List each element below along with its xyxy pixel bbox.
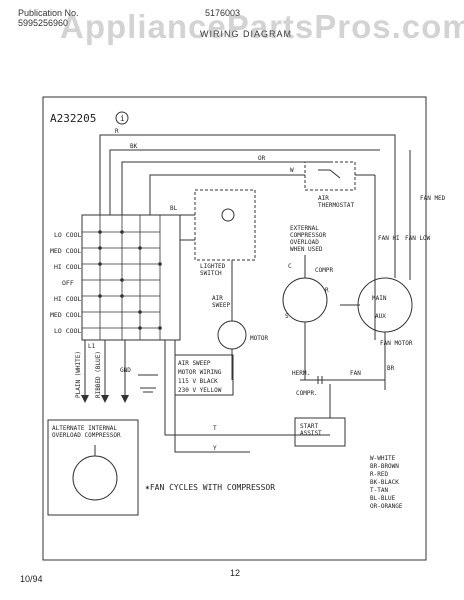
wire-y: Y: [213, 445, 217, 452]
wire-br: BR: [387, 365, 395, 372]
ribbed-blue-label: RIBBED (BLUE): [95, 351, 102, 398]
switch-pos-7: LO COOL: [54, 327, 81, 335]
motor-label: MOTOR: [250, 335, 268, 342]
page-number: 12: [230, 568, 241, 578]
watermark: AppliancePartsPros.com: [60, 8, 464, 45]
fan-motor-label: FAN MOTOR: [380, 340, 413, 347]
legend-3: R-RED: [370, 471, 388, 478]
plain-white-label: PLAIN (WHITE): [75, 351, 82, 398]
wire-r: R: [115, 128, 119, 135]
legend-1: W-WHITE: [370, 455, 396, 462]
fan-low-label: FAN LOW: [405, 235, 431, 242]
sweep-wiring-3: 115 V BLACK: [178, 378, 218, 385]
publication-label: Publication No.: [18, 8, 79, 18]
wire-t: T: [213, 425, 217, 432]
terminal-c: C: [288, 263, 292, 270]
wire-bl: BL: [170, 205, 178, 212]
wire-bk: BK: [130, 143, 138, 150]
wire-l1: L1: [88, 343, 96, 350]
page-title: WIRING DIAGRAM: [200, 29, 292, 39]
terminal-s: S: [285, 313, 289, 320]
fan-hi-label: FAN HI: [378, 235, 400, 242]
switch-pos-2: MED COOL: [50, 247, 81, 255]
herm-label: HERM.: [292, 370, 310, 377]
aux-winding-label: AUX: [375, 313, 386, 320]
switch-position-labels: LO COOL MED COOL HI COOL OFF HI COOL MED…: [50, 231, 81, 335]
wire-or: OR: [258, 155, 266, 162]
color-legend: W-WHITE BR-BROWN R-RED BK-BLACK T-TAN BL…: [370, 455, 403, 510]
compr-cap-label: COMPR.: [296, 390, 318, 397]
main-winding-label: MAIN: [372, 295, 387, 302]
legend-4: BK-BLACK: [370, 479, 399, 486]
legend-5: T-TAN: [370, 487, 388, 494]
fan-cycles-note: ✶FAN CYCLES WITH COMPRESSOR: [145, 483, 275, 492]
legend-2: BR-BROWN: [370, 463, 399, 470]
legend-6: BL-BLUE: [370, 495, 396, 502]
publication-number: 5995256960: [18, 18, 69, 28]
diagram-frame: [42, 96, 427, 561]
fan-label: FAN: [350, 370, 361, 377]
sweep-wiring-2: MOTOR WIRING: [178, 369, 222, 376]
wire-w: W: [290, 167, 294, 174]
legend-7: OR-ORANGE: [370, 503, 403, 510]
sweep-wiring-4: 230 V YELLOW: [178, 387, 222, 394]
compressor-label: COMPR: [315, 267, 333, 274]
fan-med-label: FAN MED: [420, 195, 446, 202]
switch-pos-6: MED COOL: [50, 311, 81, 319]
info-symbol: i: [120, 114, 125, 123]
diagram-code: A232205: [50, 112, 96, 125]
model-number: 5176003: [205, 8, 241, 18]
switch-pos-5: HI COOL: [54, 295, 81, 303]
info-icon: [115, 111, 129, 125]
sweep-wiring-1: AIR SWEEP: [178, 360, 211, 367]
ground-label: GND: [120, 367, 131, 374]
terminal-r: R: [325, 287, 329, 294]
switch-pos-4: OFF: [62, 279, 74, 287]
switch-pos-3: HI COOL: [54, 263, 81, 271]
footer-date: 10/94: [20, 574, 43, 584]
switch-pos-1: LO COOL: [54, 231, 81, 239]
